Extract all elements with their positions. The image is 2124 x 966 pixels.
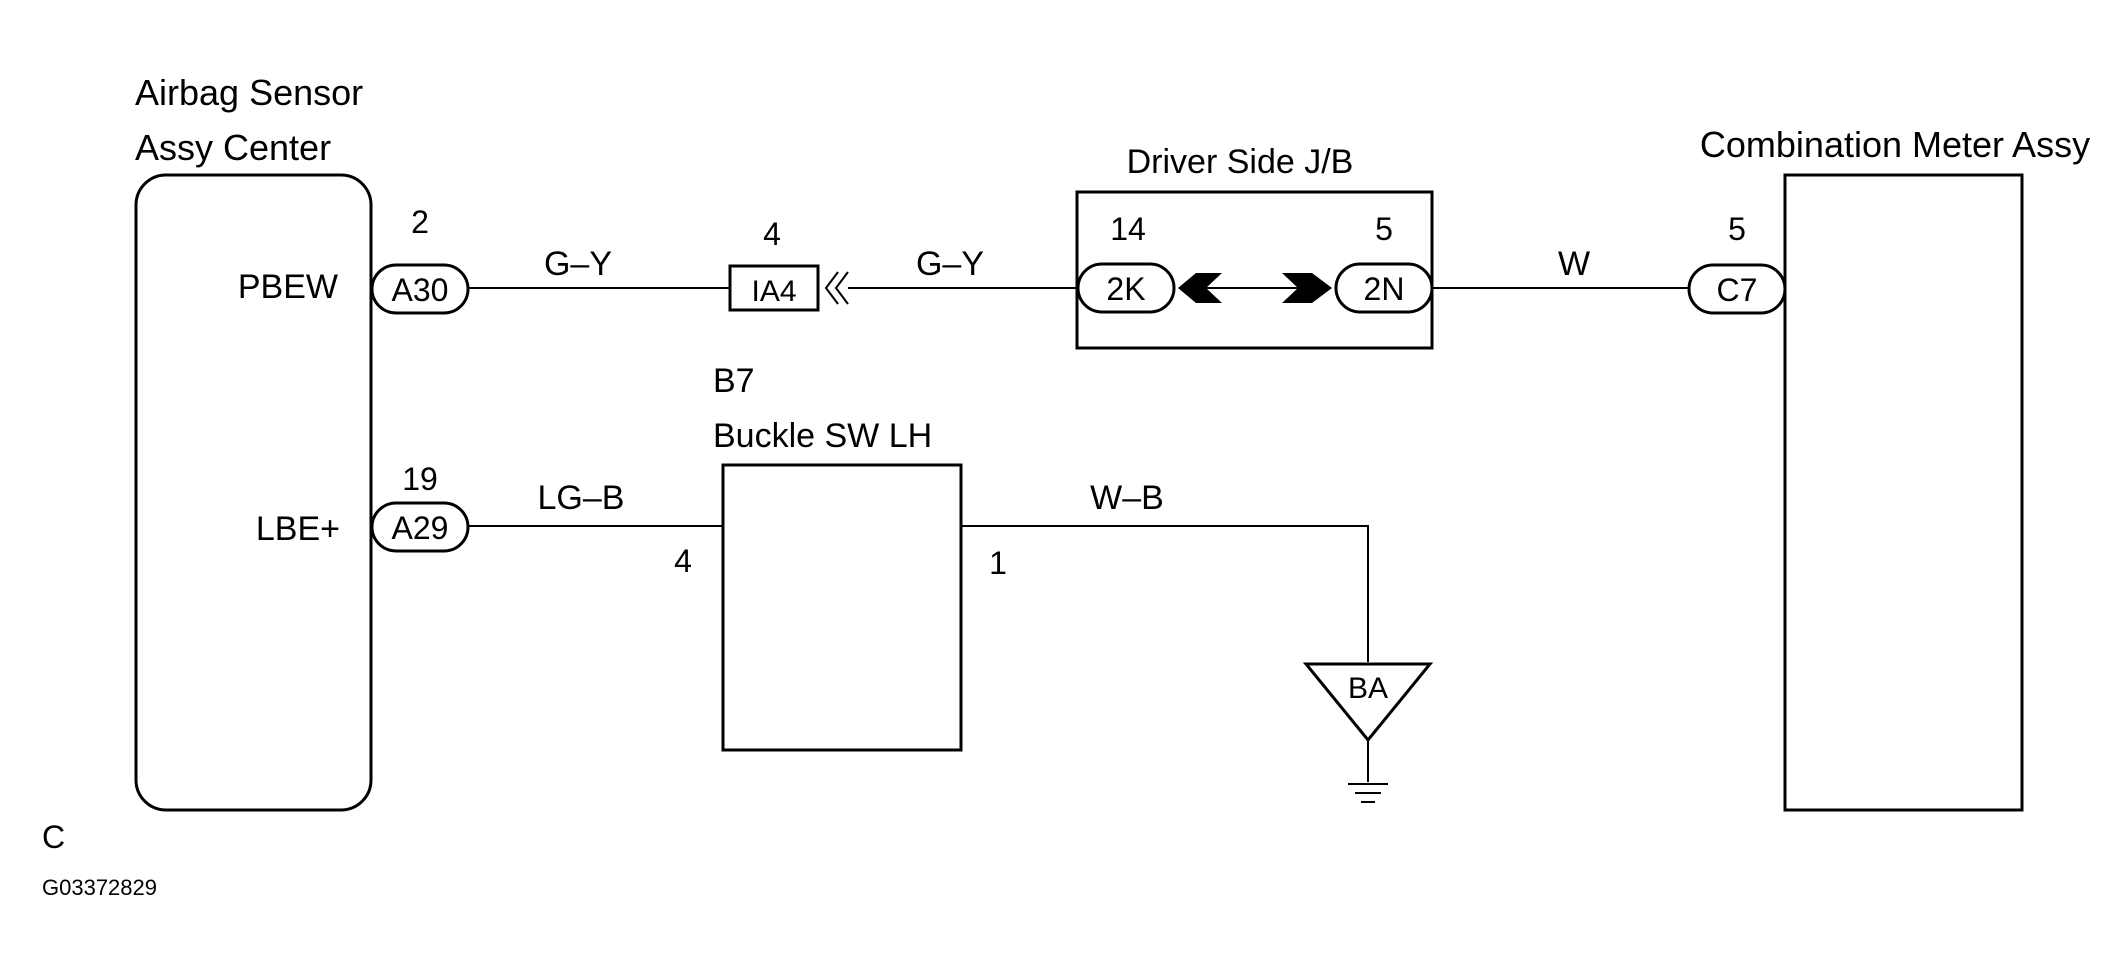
pbew-terminal-label: PBEW (238, 268, 338, 306)
a30-connector-label: A30 (392, 272, 449, 308)
a30-pin-number: 2 (411, 204, 429, 240)
a29-connector-label: A29 (392, 510, 449, 546)
wire-buckle-ground (961, 525, 1369, 662)
diagram-code: C (42, 819, 65, 855)
2k-connector-label: 2K (1106, 271, 1145, 307)
ground-symbol-icon (1348, 783, 1388, 803)
ground-point-label: BA (1348, 672, 1388, 705)
wire-2n-c7-color: W (1558, 245, 1590, 283)
buckle-switch-title: Buckle SW LH (713, 417, 932, 455)
2k-pin-number: 14 (1110, 211, 1146, 247)
wire-buckle-ground-color: W–B (1090, 479, 1164, 517)
ia4-pin-number: 4 (763, 216, 781, 252)
a29-pin-number: 19 (402, 461, 438, 497)
figure-id: G03372829 (42, 875, 157, 900)
airbag-sensor-body (134, 173, 373, 812)
2k-arrow-marker (1178, 273, 1222, 303)
wire-a30-ia4-color: G–Y (544, 245, 612, 283)
ia4-connector (728, 264, 820, 312)
2n-connector-label: 2N (1364, 271, 1405, 307)
buckle-switch-pin-1: 1 (989, 545, 1007, 581)
wire-ia4-2k-color: G–Y (916, 245, 984, 283)
2n-arrow-marker (1282, 273, 1332, 303)
c7-connector (1687, 263, 1787, 315)
buckle-switch-pin-4: 4 (674, 543, 692, 579)
combination-meter-body (1783, 173, 2024, 812)
ground-point-triangle (1302, 662, 1434, 743)
c7-connector-label: C7 (1717, 272, 1758, 308)
combination-meter-title: Combination Meter Assy (1700, 124, 2090, 165)
junction-block-title: Driver Side J/B (1127, 143, 1354, 181)
wire-a29-buckle-color: LG–B (538, 479, 625, 517)
2n-pin-number: 5 (1375, 211, 1393, 247)
lbe-plus-terminal-label: LBE+ (256, 510, 340, 548)
c7-pin-number: 5 (1728, 211, 1746, 247)
ia4-connector-label: IA4 (751, 275, 796, 308)
airbag-sensor-title-line2: Assy Center (135, 127, 331, 168)
airbag-sensor-title-line1: Airbag Sensor (135, 72, 363, 113)
junction-block-body (1075, 190, 1434, 350)
2k-connector (1076, 262, 1176, 314)
buckle-switch-body (721, 463, 963, 752)
buckle-switch-id: B7 (713, 362, 755, 400)
ia4-chevron-outer (824, 271, 839, 305)
ia4-chevron-inner (834, 271, 849, 305)
